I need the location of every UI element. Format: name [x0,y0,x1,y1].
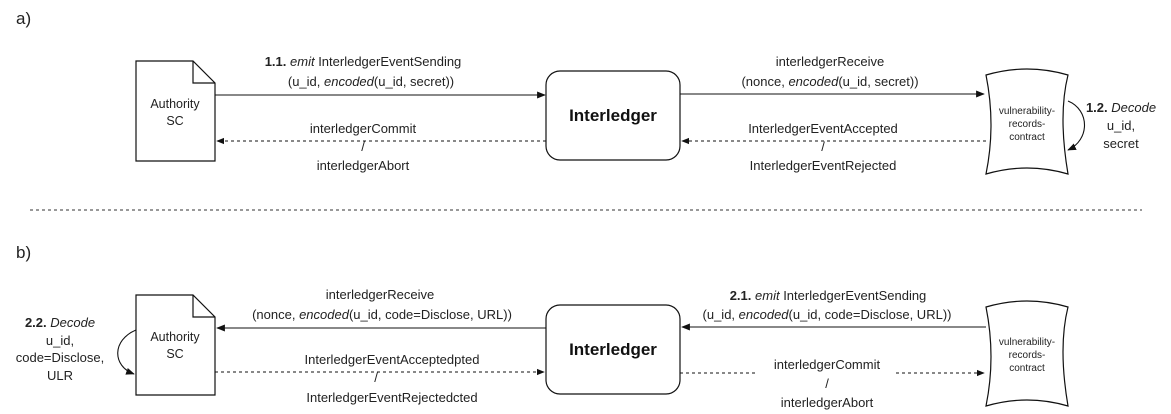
vulnerability-contract-node-b[interactable]: vulnerability- records- contract [985,300,1069,407]
authority-sc-node-a[interactable]: Authority SC [135,60,216,162]
authority-label-line1: Authority [150,330,200,344]
decode-uid-b: u_id, [46,333,74,348]
commit-sep-b: / [825,376,829,391]
abort-label-b: interledgerAbort [781,395,874,410]
interledger-label: Interledger [569,340,657,359]
rejected-label-a: InterledgerEventRejected [750,158,897,173]
commit-label-b: interledgerCommit [774,357,881,372]
decode-label-a: 1.2. Decode [1086,100,1156,115]
commit-label-a: interledgerCommit [310,121,417,136]
accepted-sep-a: / [821,139,825,154]
decode-ulr-b: ULR [47,368,73,383]
receive-label-b: interledgerReceive [326,287,434,302]
emit-args-b: (u_id, encoded(u_id, code=Disclose, URL)… [703,307,952,322]
vuln-label-line2: records- [1009,119,1046,130]
vuln-label-line3: contract [1009,363,1045,374]
emit-label-a: 1.1. emit InterledgerEventSending [265,54,462,69]
interledger-node-a[interactable]: Interledger [545,70,681,161]
emit-args-a: (u_id, encoded(u_id, secret)) [288,74,454,89]
commit-sep-a: / [361,139,365,154]
interledger-node-b[interactable]: Interledger [545,304,681,395]
accepted-label-a: InterledgerEventAccepted [748,121,898,136]
panel-b-label: b) [16,243,31,262]
vuln-label-line1: vulnerability- [999,337,1055,348]
authority-sc-node-b[interactable]: Authority SC [135,294,216,396]
accepted-sep-b: / [374,370,378,385]
receive-label-a: interledgerReceive [776,54,884,69]
receive-args-b: (nonce, encoded(u_id, code=Disclose, URL… [252,307,512,322]
decode-uid-a: u_id, [1107,118,1135,133]
emit-label-b: 2.1. emit InterledgerEventSending [730,288,927,303]
arrow-self-decode-b [117,329,137,375]
authority-label-line2: SC [166,114,183,128]
vulnerability-contract-node-a[interactable]: vulnerability- records- contract [985,68,1069,175]
receive-args-a: (nonce, encoded(u_id, secret)) [741,74,918,89]
rejected-label-b: InterledgerEventRejectedcted [306,390,477,405]
authority-label-line2: SC [166,347,183,361]
abort-label-a: interledgerAbort [317,158,410,173]
accepted-label-b: InterledgerEventAcceptedpted [305,352,480,367]
interledger-label: Interledger [569,106,657,125]
arrow-self-decode-a [1067,100,1085,151]
panel-a-label: a) [16,9,31,28]
decode-code-b: code=Disclose, [16,350,105,365]
decode-label-b: 2.2. Decode [25,315,95,330]
vuln-label-line1: vulnerability- [999,106,1055,117]
vuln-label-line2: records- [1009,350,1046,361]
decode-secret-a: secret [1103,136,1139,151]
authority-label-line1: Authority [150,97,200,111]
vuln-label-line3: contract [1009,132,1045,143]
